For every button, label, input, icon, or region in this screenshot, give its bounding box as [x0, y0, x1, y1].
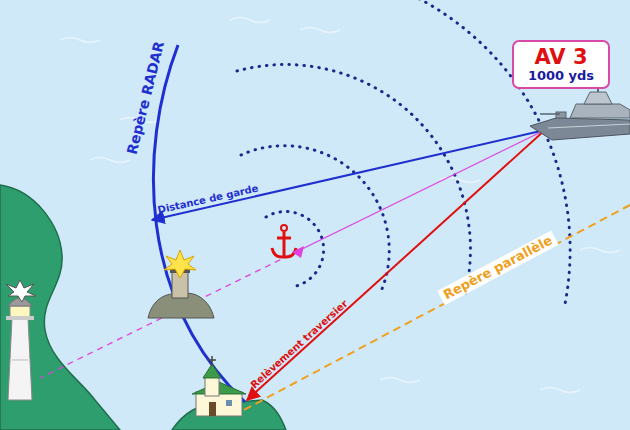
- radar-arc: [153, 45, 245, 402]
- bearing-line: [40, 250, 300, 378]
- parallel-line: [240, 205, 630, 412]
- unit-tag-box: AV 31000 yds: [512, 40, 610, 89]
- position-mark: [292, 246, 304, 258]
- bearing-line: [300, 130, 545, 250]
- anchor-symbol: [272, 225, 296, 257]
- coast-lighthouse: [6, 280, 36, 400]
- waves: [60, 18, 620, 393]
- coast: [0, 185, 120, 430]
- unit-name: AV 3: [522, 45, 600, 69]
- rock-lighthouse: [148, 250, 214, 318]
- church: [192, 356, 246, 416]
- guard-distance-line: [152, 130, 545, 220]
- range-value: 1000 yds: [522, 69, 600, 84]
